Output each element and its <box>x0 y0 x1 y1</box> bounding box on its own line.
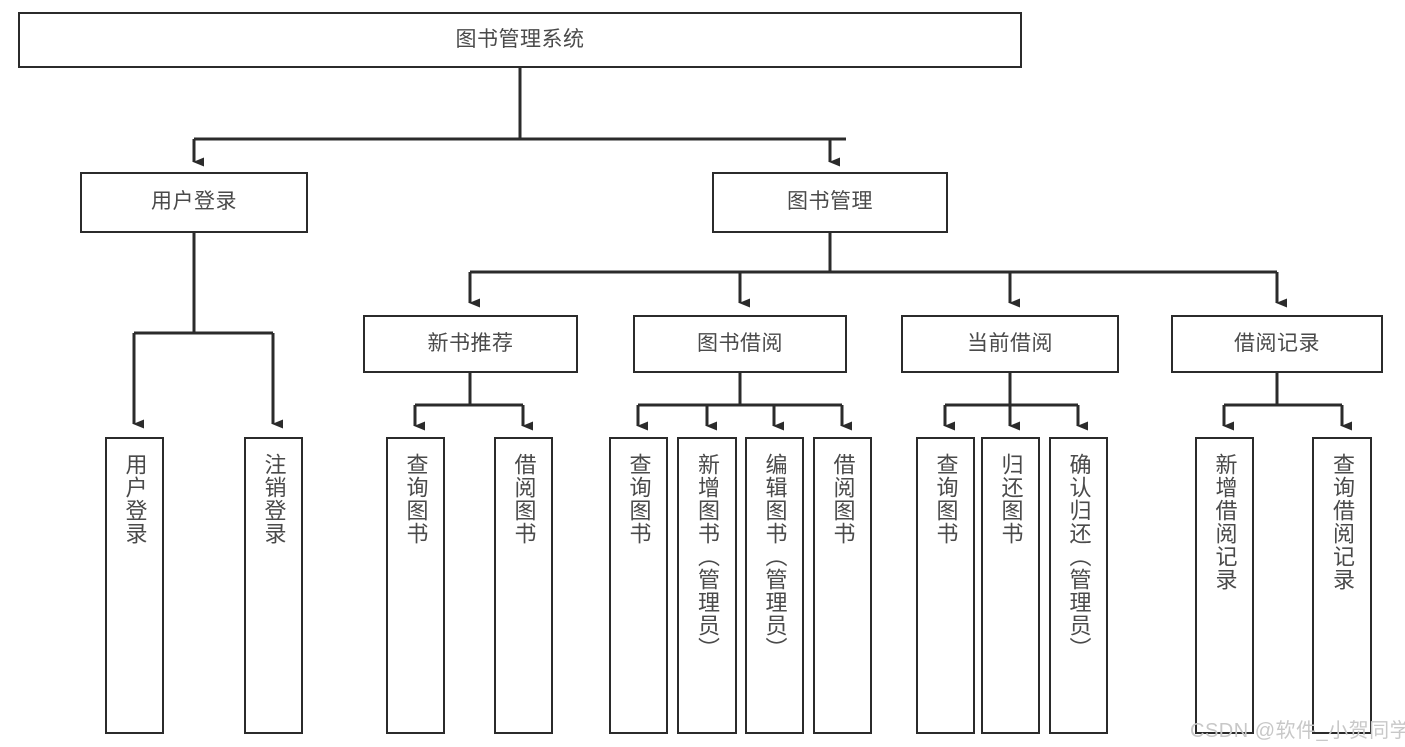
node-leaf-add-record[interactable]: 新增借阅记录 <box>1195 437 1254 734</box>
node-label: 图书管理 <box>787 190 873 214</box>
node-label: 图书借阅 <box>697 331 783 355</box>
node-label: 新增借阅记录 <box>1212 453 1238 591</box>
node-leaf-user-logout[interactable]: 注销登录 <box>244 437 303 734</box>
node-label: 新增图书（管理员） <box>694 453 720 660</box>
node-label: 图书管理系统 <box>455 27 585 51</box>
node-label: 查询图书 <box>933 453 959 545</box>
node-label: 查询图书 <box>626 453 652 545</box>
node-leaf-user-login[interactable]: 用户登录 <box>105 437 164 734</box>
node-leaf-edit-book[interactable]: 编辑图书（管理员） <box>745 437 804 734</box>
node-leaf-confirm-return[interactable]: 确认归还（管理员） <box>1049 437 1108 734</box>
node-leaf-query-book-2[interactable]: 查询图书 <box>609 437 668 734</box>
node-label: 借阅图书 <box>511 453 537 545</box>
node-label: 查询图书 <box>403 453 429 545</box>
node-leaf-return-book[interactable]: 归还图书 <box>981 437 1040 734</box>
node-label: 注销登录 <box>261 453 287 545</box>
node-label: 新书推荐 <box>427 331 514 355</box>
node-current-borrow[interactable]: 当前借阅 <box>901 315 1119 373</box>
node-borrow-record[interactable]: 借阅记录 <box>1171 315 1383 373</box>
node-new-book-recommend[interactable]: 新书推荐 <box>363 315 578 373</box>
node-leaf-borrow-book-1[interactable]: 借阅图书 <box>494 437 553 734</box>
node-label: 归还图书 <box>998 453 1024 545</box>
node-leaf-query-record[interactable]: 查询借阅记录 <box>1312 437 1372 734</box>
node-label: 借阅记录 <box>1234 331 1320 355</box>
node-root-system[interactable]: 图书管理系统 <box>18 12 1022 68</box>
node-label: 确认归还（管理员） <box>1066 453 1092 660</box>
csdn-watermark: CSDN @软件_小贺同学 <box>1190 720 1405 742</box>
node-user-login[interactable]: 用户登录 <box>80 172 308 233</box>
node-label: 用户登录 <box>122 453 148 545</box>
node-label: 编辑图书（管理员） <box>762 453 788 660</box>
node-label: 用户登录 <box>151 190 237 214</box>
node-leaf-query-book-3[interactable]: 查询图书 <box>916 437 975 734</box>
node-book-borrow[interactable]: 图书借阅 <box>633 315 847 373</box>
node-label: 当前借阅 <box>967 331 1053 355</box>
node-book-manage[interactable]: 图书管理 <box>712 172 948 233</box>
node-leaf-query-book-1[interactable]: 查询图书 <box>386 437 445 734</box>
node-leaf-add-book[interactable]: 新增图书（管理员） <box>677 437 737 734</box>
node-label: 查询借阅记录 <box>1329 453 1355 591</box>
node-label: 借阅图书 <box>830 453 856 545</box>
node-leaf-borrow-book-2[interactable]: 借阅图书 <box>813 437 872 734</box>
